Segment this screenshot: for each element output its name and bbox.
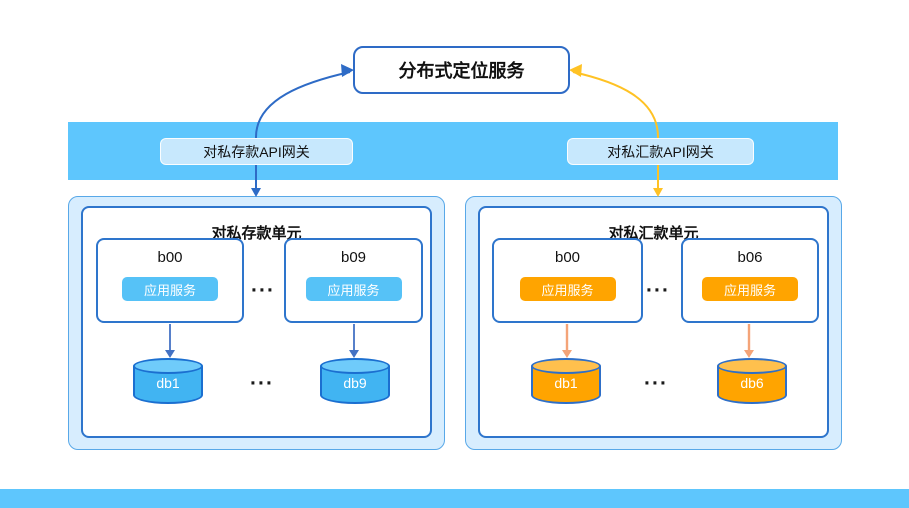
node-name: b09 [340,249,367,266]
distributed-locator-service-box: 分布式定位服务 [353,46,570,94]
db-label: db9 [343,375,367,391]
remit-db6-cylinder-icon: db6 [717,358,787,404]
db-label: db1 [156,375,180,391]
cylinder-top [717,358,787,374]
remit-db1-cylinder-icon: db1 [531,358,601,404]
remittance-unit-container: 对私汇款单元 [465,196,842,450]
remittance-api-gateway-label: 对私汇款API网关 [567,138,754,165]
node-name: b06 [737,249,763,266]
app-service-pill: 应用服务 [702,277,798,301]
deposit-node-b00: b00 应用服务 [96,238,244,323]
app-service-pill: 应用服务 [519,277,616,301]
deposit-db1-cylinder-icon: db1 [133,358,203,404]
node-name: b00 [554,249,581,266]
deposit-db9-cylinder-icon: db9 [320,358,390,404]
cylinder-top [531,358,601,374]
deposit-dbs-ellipsis: ··· [250,372,274,395]
db-label: db1 [554,375,578,391]
remit-dbs-ellipsis: ··· [644,372,668,395]
deposit-node-b09: b09 应用服务 [284,238,423,323]
deposit-nodes-ellipsis: ··· [251,279,275,302]
remit-node-b06: b06 应用服务 [681,238,819,323]
deposit-api-gateway-label: 对私存款API网关 [160,138,353,165]
app-service-pill: 应用服务 [122,277,218,301]
deposit-unit-title: 对私存款单元 [211,225,302,242]
node-name: b00 [157,249,183,266]
remit-node-b00: b00 应用服务 [492,238,643,323]
cylinder-top [133,358,203,374]
arrowhead-into-locator-right-icon [569,64,582,77]
cylinder-top [320,358,390,374]
remittance-unit-title: 对私汇款单元 [608,225,699,242]
app-service-pill: 应用服务 [305,277,402,301]
deposit-unit-container: 对私存款单元 [68,196,445,450]
db-label: db6 [740,375,764,391]
cylinder-body [320,366,390,404]
remit-nodes-ellipsis: ··· [646,279,670,302]
footer-strip [0,489,909,508]
